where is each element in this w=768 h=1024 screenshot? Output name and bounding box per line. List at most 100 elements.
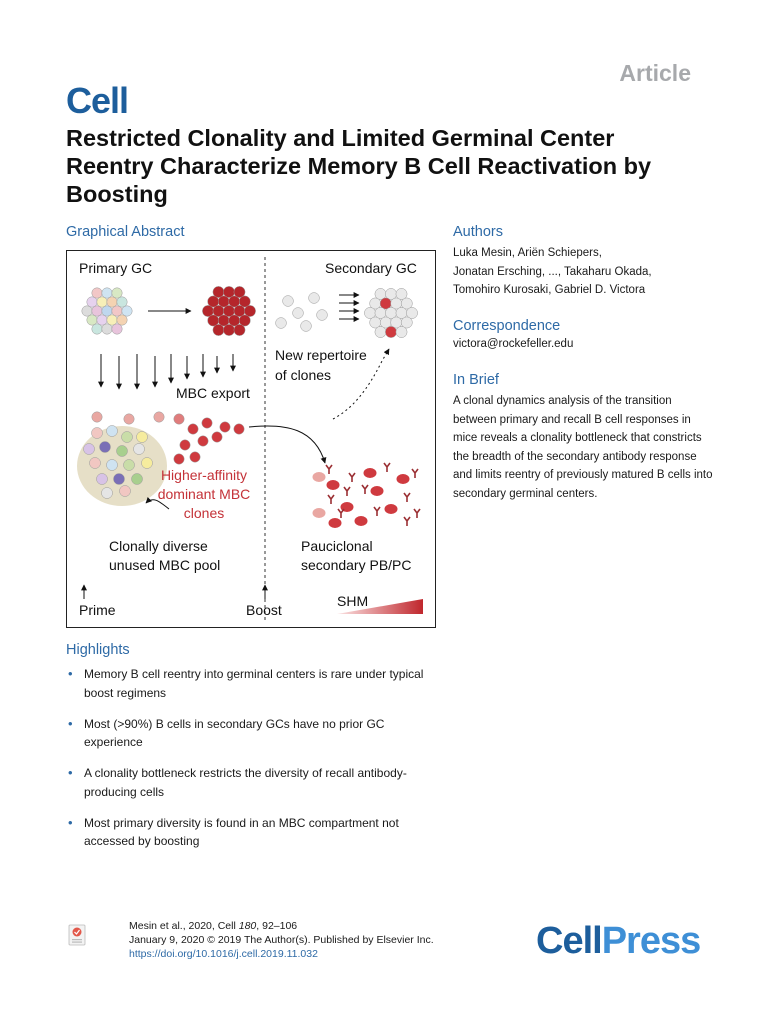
new-repertoire-label: New repertoire bbox=[275, 347, 367, 363]
mbc-pool-cell bbox=[83, 443, 95, 455]
gc-cell bbox=[395, 288, 408, 300]
mbc-pool-cell bbox=[113, 473, 125, 485]
prime-label: Prime bbox=[79, 602, 116, 618]
graphical-abstract-svg: Primary GC Secondary GC New repertoire o… bbox=[77, 257, 423, 621]
mbc-export-label: MBC export bbox=[176, 385, 250, 401]
antibody-icon bbox=[403, 516, 411, 526]
bullet-icon: • bbox=[68, 715, 73, 731]
gc-cell bbox=[121, 305, 133, 317]
antibody-icon bbox=[361, 484, 369, 494]
mbc-pool-cell bbox=[119, 485, 131, 497]
gc-cell bbox=[238, 295, 251, 308]
gc-cell bbox=[111, 287, 123, 299]
citation-footer: Mesin et al., 2020, Cell 180, 92–106 Jan… bbox=[129, 919, 434, 961]
pbpc-cell bbox=[312, 508, 326, 518]
authors-line: Jonatan Ersching, ..., Takaharu Okada, bbox=[453, 265, 652, 278]
naive-cell bbox=[300, 320, 312, 332]
clones-label: clones bbox=[184, 505, 224, 521]
authors-list: Luka Mesin, Ariën Schiepers, Jonatan Ers… bbox=[453, 244, 713, 300]
in-brief-text: A clonal dynamics analysis of the transi… bbox=[453, 395, 713, 500]
citation-volume: 180 bbox=[238, 920, 257, 932]
dominant-mbc-cell bbox=[187, 423, 199, 435]
gc-cell bbox=[91, 305, 103, 317]
shm-label: SHM bbox=[337, 593, 368, 609]
naive-cell bbox=[275, 317, 287, 329]
citation-line: Mesin et al., 2020, Cell 180, 92–106 bbox=[129, 919, 434, 933]
mbc-pool-cell bbox=[91, 427, 103, 439]
antibody-icon bbox=[325, 464, 333, 474]
higher-affinity-label: Higher-affinity bbox=[161, 467, 247, 483]
correspondence-email[interactable]: victora@rockefeller.edu bbox=[453, 338, 574, 350]
mbc-pool-cell bbox=[106, 425, 118, 437]
secondary-gc-cluster bbox=[364, 288, 418, 338]
mbc-pool-cell bbox=[106, 459, 118, 471]
dominant-mbc-label: dominant MBC bbox=[158, 486, 251, 502]
gc-cell bbox=[91, 287, 103, 299]
dominant-mbc-cell bbox=[219, 421, 231, 433]
bullet-icon: • bbox=[68, 765, 73, 780]
entry-arrows bbox=[339, 292, 360, 322]
pbpc-cells bbox=[312, 462, 421, 528]
cell-journal-logo: Cell bbox=[66, 80, 129, 121]
naive-cell bbox=[282, 295, 294, 307]
mbc-pool-cell bbox=[141, 457, 153, 469]
highlight-text: Most primary diversity is found in an MB… bbox=[84, 815, 399, 849]
gc-cell bbox=[223, 324, 235, 336]
gc-cell bbox=[96, 314, 108, 326]
cellpress-logo: CellPress bbox=[536, 920, 701, 963]
highlight-text: Memory B cell reentry into germinal cent… bbox=[84, 667, 424, 700]
mbc-pool-cells bbox=[83, 425, 153, 499]
selected-gc-cluster bbox=[202, 286, 256, 336]
gc-cell bbox=[400, 316, 413, 329]
boost-to-pbpc-arrow bbox=[248, 425, 327, 464]
pbpc-cell bbox=[328, 518, 342, 528]
pbpc-cell bbox=[370, 486, 384, 496]
primary-gc-label: Primary GC bbox=[79, 260, 152, 276]
authors-line: Luka Mesin, Ariën Schiepers, bbox=[453, 247, 602, 259]
naive-cell bbox=[316, 309, 328, 321]
authors-line: Tomohiro Kurosaki, Gabriel D. Victora bbox=[453, 284, 646, 296]
in-brief-heading: In Brief bbox=[453, 372, 499, 388]
gc-cell bbox=[101, 287, 113, 299]
unused-mbc-pool-label: unused MBC pool bbox=[109, 557, 220, 573]
gc-cell bbox=[116, 296, 128, 308]
dominant-mbc-cells bbox=[91, 411, 245, 465]
doi-link[interactable]: https://doi.org/10.1016/j.cell.2019.11.0… bbox=[129, 948, 318, 960]
gc-cell bbox=[212, 324, 225, 336]
dominant-mbc-cell bbox=[179, 439, 191, 451]
gc-cell bbox=[111, 323, 123, 335]
gc-cell bbox=[385, 326, 397, 338]
gc-cell bbox=[374, 326, 387, 338]
mbc-pool-cell bbox=[133, 443, 145, 455]
authors-heading: Authors bbox=[453, 224, 503, 240]
graphical-abstract-figure: Primary GC Secondary GC New repertoire o… bbox=[66, 250, 436, 628]
gc-cell bbox=[395, 326, 408, 338]
dominant-mbc-cell bbox=[123, 413, 135, 425]
dominant-mbc-cell bbox=[189, 451, 201, 463]
gc-cell bbox=[96, 296, 108, 308]
highlight-text: A clonality bottleneck restricts the div… bbox=[84, 766, 407, 799]
graphical-abstract-heading: Graphical Abstract bbox=[66, 224, 185, 240]
gc-cell bbox=[101, 305, 113, 317]
highlights-list: • Memory B cell reentry into germinal cen… bbox=[66, 665, 446, 863]
gc-cell bbox=[400, 297, 413, 310]
antibody-icon bbox=[383, 462, 391, 472]
antibody-icon bbox=[411, 468, 419, 478]
gc-cell bbox=[111, 305, 123, 317]
secondary-gc-label: Secondary GC bbox=[325, 260, 417, 276]
antibody-icon bbox=[413, 508, 421, 518]
dominant-mbc-cell bbox=[91, 411, 103, 423]
mbc-export-arrows bbox=[98, 354, 236, 390]
check-for-updates-icon[interactable] bbox=[68, 924, 86, 946]
gc-cell bbox=[101, 323, 113, 335]
bullet-icon: • bbox=[68, 666, 73, 681]
dominant-mbc-cell bbox=[201, 417, 213, 429]
dominant-mbc-cell bbox=[153, 411, 165, 423]
gc-cell bbox=[86, 314, 98, 326]
mbc-pool-cell bbox=[116, 445, 128, 457]
pbpc-cell bbox=[312, 472, 326, 482]
bullet-icon: • bbox=[68, 814, 73, 830]
mbc-pool-cell bbox=[89, 457, 101, 469]
article-type-label: Article bbox=[619, 60, 691, 86]
citation-pages: , 92–106 bbox=[256, 920, 298, 932]
